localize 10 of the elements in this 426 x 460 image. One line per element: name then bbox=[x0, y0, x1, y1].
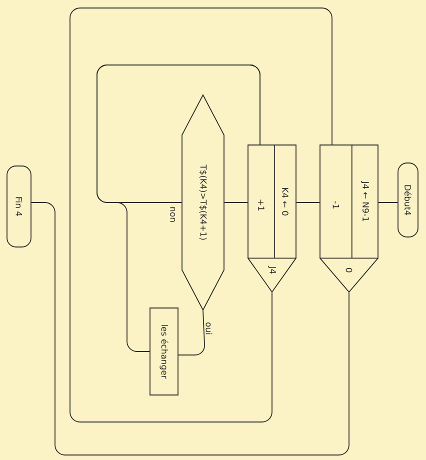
connector-line bbox=[96, 64, 260, 352]
edge-label: non bbox=[169, 206, 176, 224]
process-box: les échanger bbox=[150, 308, 178, 396]
connector-line bbox=[178, 310, 205, 356]
connector-line bbox=[70, 8, 332, 422]
edge-label: oui bbox=[204, 321, 214, 336]
connector-line bbox=[296, 202, 320, 203]
connector-line bbox=[378, 202, 398, 203]
connector-line bbox=[224, 202, 248, 203]
connector-line bbox=[31, 202, 350, 456]
